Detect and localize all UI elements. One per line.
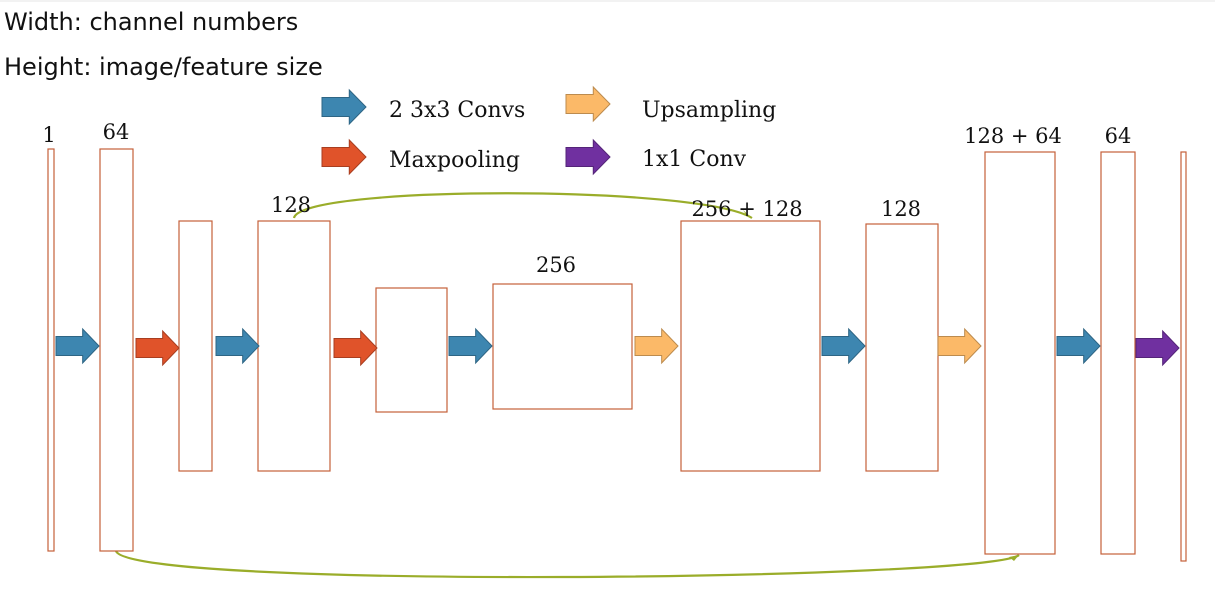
skip-connections [114, 192, 1020, 579]
legend-pool-arrow-icon [321, 138, 367, 176]
feature-block-0 [47, 148, 55, 552]
legend-conv-arrow-icon [321, 88, 367, 126]
skip-connection-0-arrowhead-icon [743, 210, 752, 218]
feature-block-4 [375, 287, 448, 413]
feature-block-5-label: 256 [536, 253, 576, 277]
operation-arrow-3-pool-icon [333, 329, 378, 367]
feature-block-9 [1100, 151, 1136, 555]
feature-block-6-label: 256 + 128 [691, 197, 802, 221]
feature-block-2 [178, 220, 213, 472]
feature-block-3-label: 128 [271, 193, 311, 217]
operation-arrow-6-conv-icon [821, 327, 866, 365]
height-note: Height: image/feature size [4, 53, 323, 81]
operation-arrows [55, 327, 1180, 367]
operation-arrow-8-conv-icon [1056, 327, 1101, 365]
feature-block-1 [99, 148, 134, 552]
feature-block-7-label: 128 [881, 197, 921, 221]
feature-block-6 [680, 220, 821, 472]
skip-connection-0 [292, 192, 753, 219]
operation-arrow-2-conv-icon [215, 327, 260, 365]
operation-arrow-5-up-icon [634, 327, 679, 365]
legend-final-arrow-icon [565, 138, 611, 176]
operation-arrow-7-up-icon [937, 327, 982, 365]
operation-arrow-4-conv-icon [448, 327, 493, 365]
feature-block-0-label: 1 [42, 123, 55, 147]
legend-pool-label: Maxpooling [389, 148, 520, 173]
operation-arrow-1-pool-icon [135, 329, 180, 367]
skip-connection-1 [114, 550, 1020, 579]
feature-block-9-label: 64 [1105, 124, 1132, 148]
feature-block-1-label: 64 [103, 120, 130, 144]
feature-block-5 [492, 283, 633, 410]
skip-connection-1-arrowhead-icon [1009, 555, 1019, 561]
feature-block-7 [865, 223, 939, 472]
feature-block-10 [1180, 151, 1187, 562]
feature-block-3 [257, 220, 331, 472]
feature-block-8-label: 128 + 64 [964, 124, 1062, 148]
legend-up-label: Upsampling [642, 98, 776, 123]
operation-arrow-0-conv-icon [55, 327, 100, 365]
feature-block-8 [984, 151, 1056, 555]
operation-arrow-9-final-icon [1135, 329, 1180, 367]
legend-conv-label: 2 3x3 Convs [389, 98, 525, 123]
width-note: Width: channel numbers [4, 8, 298, 36]
legend-final-label: 1x1 Conv [642, 147, 747, 172]
legend-up-arrow-icon [565, 85, 611, 123]
feature-blocks: 1 64 128 256 256 + 128 128 128 + 64 64 [42, 120, 1187, 562]
